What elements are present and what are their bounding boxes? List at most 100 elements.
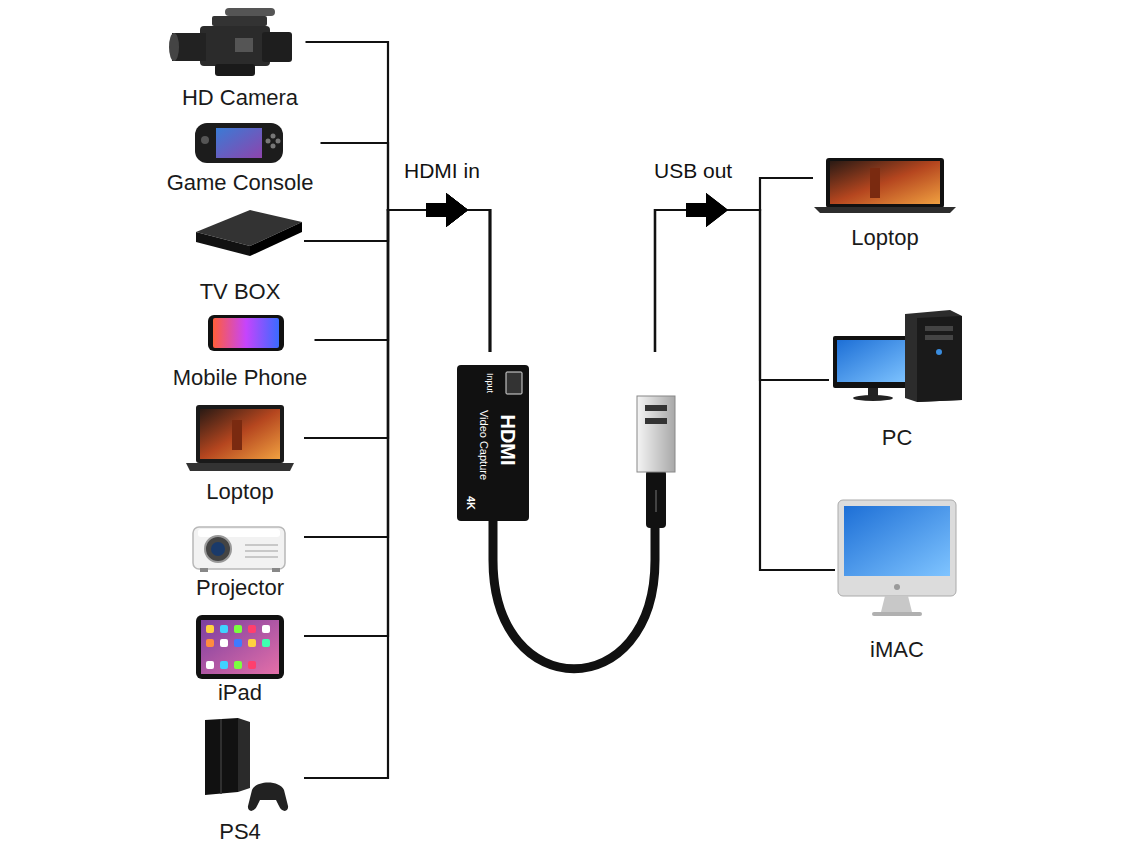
mobile-phone-icon — [213, 318, 279, 348]
game-console-icon — [271, 144, 276, 149]
game-console-icon — [216, 128, 262, 158]
hd-camera-icon — [215, 64, 255, 76]
connector — [321, 143, 491, 352]
pc-icon — [905, 310, 962, 402]
ipad-icon — [220, 639, 228, 647]
connector-line — [655, 210, 835, 570]
ipad-icon — [206, 625, 214, 633]
capture-card-illustration — [493, 518, 655, 669]
connector-line — [304, 210, 490, 438]
connector — [655, 193, 829, 380]
hd-camera-icon — [212, 16, 267, 26]
device-node: TV BOX — [176, 206, 304, 307]
ipad-icon — [248, 625, 256, 633]
ipad-icon — [234, 639, 242, 647]
imac-icon — [872, 612, 922, 616]
device-label: PS4 — [176, 819, 304, 845]
device-label: HD Camera — [175, 85, 306, 111]
device-label: Game Console — [160, 170, 321, 196]
game-console-icon — [271, 134, 276, 139]
arrow-head — [426, 193, 468, 227]
hd-camera-icon — [169, 33, 179, 61]
imac-icon — [844, 506, 950, 576]
device-label: Mobile Phone — [166, 365, 315, 391]
card-print: 4K — [465, 496, 476, 510]
tv-box-icon — [196, 210, 302, 256]
capture-card-illustration — [637, 396, 675, 472]
laptop-icon — [186, 463, 294, 471]
arrow-head — [426, 193, 468, 227]
pc-icon — [925, 326, 953, 331]
pc-icon — [837, 340, 909, 382]
arrow-head — [426, 193, 468, 227]
connection-label: USB out — [654, 158, 732, 183]
ipad-icon — [206, 639, 214, 647]
mobile-phone-icon — [208, 315, 284, 351]
arrow-head — [426, 193, 468, 227]
projector-icon — [205, 536, 231, 562]
connection-label: HDMI in — [404, 158, 480, 183]
card-print: Video Capture — [478, 410, 489, 480]
laptop-icon — [830, 161, 940, 204]
imac-icon — [838, 500, 956, 616]
capture-card-illustration — [506, 372, 522, 394]
pc-icon — [868, 388, 878, 396]
game-console-icon — [266, 139, 271, 144]
game-console-icon — [195, 123, 283, 163]
connector-line — [304, 210, 490, 537]
game-console-icon — [276, 139, 281, 144]
connector — [306, 42, 491, 352]
arrow-head — [426, 193, 468, 227]
projector-icon — [193, 527, 285, 569]
connector — [304, 193, 490, 778]
hd-camera-icon — [225, 8, 275, 16]
ps4-icon — [248, 783, 288, 811]
device-label: iPad — [176, 680, 304, 706]
device-node: Loptop — [176, 401, 304, 507]
pc-icon — [936, 349, 942, 355]
connector — [304, 193, 490, 537]
device-node: PC — [829, 305, 965, 453]
arrow-head — [426, 193, 468, 227]
connector-line — [304, 210, 490, 636]
ipad-icon — [248, 661, 256, 669]
mobile-phone-icon — [208, 315, 284, 351]
projector-icon — [245, 550, 278, 552]
laptop-icon — [232, 420, 242, 450]
connector-line — [304, 210, 490, 778]
laptop-icon — [814, 207, 956, 213]
device-node: Mobile Phone — [166, 311, 315, 393]
card-print: HDMI — [498, 414, 518, 465]
hd-camera-icon — [169, 8, 292, 76]
game-console-icon — [195, 123, 283, 163]
ps4-icon — [238, 718, 250, 792]
capture-card-illustration — [645, 418, 667, 424]
ps4-icon — [205, 718, 238, 795]
imac-icon — [894, 584, 900, 590]
capture-card: HDMI Video Capture — [450, 352, 690, 702]
ps4-icon — [205, 718, 288, 811]
device-label: PC — [829, 425, 965, 451]
projector-icon — [193, 527, 285, 572]
laptop-icon — [196, 405, 284, 463]
connector-line — [304, 210, 490, 352]
projector-icon — [198, 529, 280, 537]
device-label: TV BOX — [176, 279, 304, 305]
capture-card-illustration — [645, 405, 667, 411]
connector-line — [655, 178, 813, 352]
pc-icon — [853, 395, 893, 401]
arrow-head — [426, 193, 468, 227]
projector-icon — [211, 542, 225, 556]
projector-icon — [245, 556, 278, 558]
device-node: iMAC — [835, 496, 959, 665]
projector-icon — [272, 568, 280, 572]
connector-line — [321, 143, 491, 352]
connector-line — [655, 210, 829, 380]
imac-icon — [881, 596, 912, 612]
game-console-icon — [201, 136, 209, 144]
device-node: HD Camera — [175, 6, 306, 113]
device-label: Projector — [176, 575, 304, 601]
